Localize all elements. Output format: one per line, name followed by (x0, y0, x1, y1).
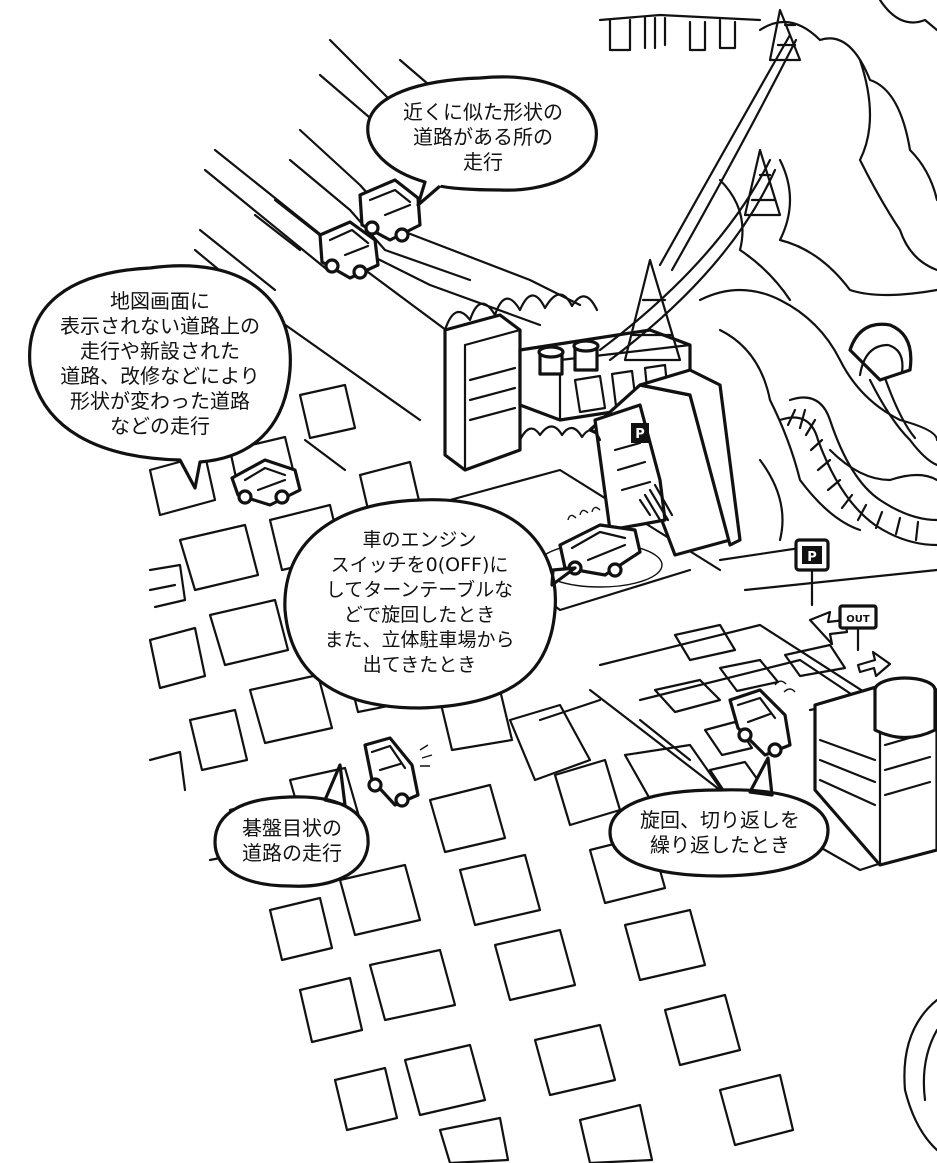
bubble-similar-roads-line-3: 走行 (463, 150, 503, 174)
bubble-unmapped-roads-line-4: 道路、改修などにより (60, 364, 260, 388)
bubble-repeated-turns-text: 旋回、切り返しを 繰り返したとき (615, 808, 825, 858)
bubble-grid-roads-shape (213, 763, 370, 888)
bubble-unmapped-roads-line-1: 地図画面に (110, 289, 210, 313)
bubble-unmapped-roads-text: 地図画面に 表示されない道路上の 走行や新設された 道路、改修などにより 形状が… (30, 289, 290, 439)
bubble-grid-roads-line-2: 道路の走行 (242, 841, 342, 865)
out-sign-label: OUT (846, 614, 870, 625)
bubble-turntable-text: 車のエンジン スイッチを0(OFF)に してターンテーブルな どで旋回したとき … (292, 528, 547, 678)
bubble-unmapped-roads-line-5: 形状が変わった道路 (70, 389, 250, 413)
bubble-unmapped-roads-line-2: 表示されない道路上の (60, 314, 260, 338)
car-left (230, 458, 302, 507)
bubble-similar-roads-line-1: 近くに似た形状の (403, 100, 563, 124)
parking-sign: P (794, 538, 830, 607)
bubble-similar-roads-line-2: 道路がある所の (413, 125, 553, 149)
bubble-turntable-line-2: スイッチを0(OFF)に (330, 554, 509, 576)
bubble-unmapped-roads-shape (28, 264, 292, 490)
right-building (813, 676, 937, 867)
mountain-area (598, 0, 937, 1152)
bubble-turntable-line-1: 車のエンジン (362, 529, 477, 551)
parking-sign-label: P (807, 550, 817, 565)
bubble-repeated-turns-line-2: 繰り返したとき (650, 833, 790, 857)
bubble-repeated-turns-shape (608, 756, 830, 878)
bubble-turntable-line-5: また、立体駐車場から (324, 629, 515, 651)
parking-tower-sign: P (635, 427, 645, 442)
car-grid (363, 736, 433, 808)
car-top-2 (318, 220, 380, 280)
bubble-grid-roads-text: 碁盤目状の 道路の走行 (222, 816, 362, 866)
bubble-unmapped-roads-line-3: 走行や新設された (80, 339, 240, 363)
bubble-turntable-shape (283, 498, 577, 710)
car-top-1 (358, 178, 422, 243)
bubble-similar-roads-text: 近くに似た形状の 道路がある所の 走行 (378, 100, 588, 175)
car-parking-lot (728, 680, 796, 758)
central-buildings: P (443, 293, 742, 557)
bubble-similar-roads-shape (366, 75, 598, 207)
bubble-turntable-line-3: してターンテーブルな (325, 579, 514, 601)
out-sign: OUT (838, 604, 878, 652)
bubble-turntable-line-6: 出てきたとき (362, 654, 477, 676)
bubble-grid-roads-line-1: 碁盤目状の (242, 816, 342, 840)
bubble-unmapped-roads-line-6: などの走行 (110, 414, 210, 438)
bubble-turntable-line-4: どで旋回したとき (343, 604, 496, 626)
bubble-repeated-turns-line-1: 旋回、切り返しを (640, 808, 800, 832)
